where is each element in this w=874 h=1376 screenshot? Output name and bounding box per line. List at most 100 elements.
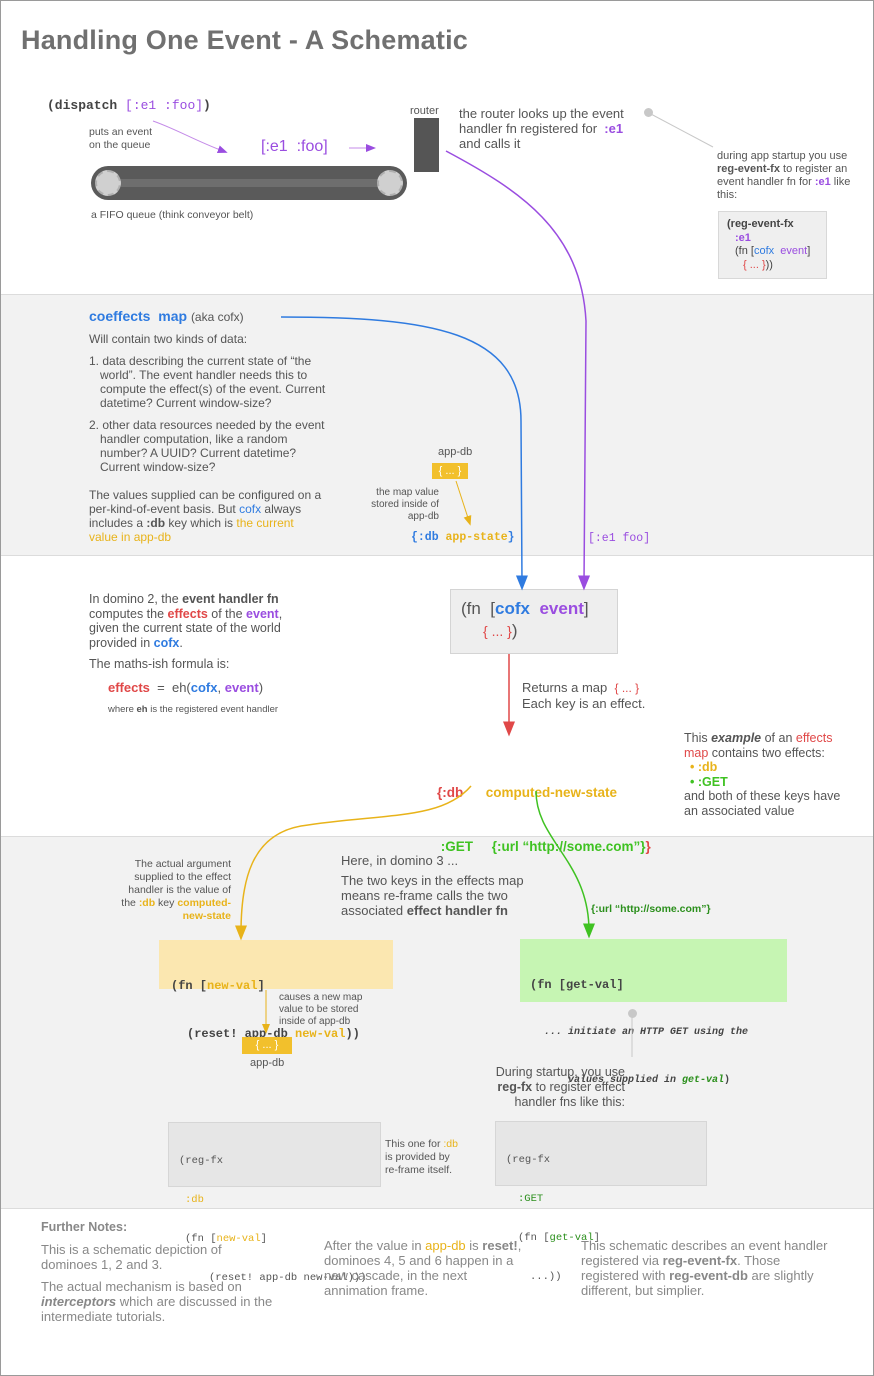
fn-token: [ <box>490 599 496 618</box>
two-keys-note: The two keys in the effects map means re… <box>341 873 541 918</box>
callout-dot <box>644 108 653 117</box>
effects-get-key: :GET <box>440 839 474 854</box>
d2-ehfn: event handler fn <box>182 592 279 606</box>
note-emph: interceptors <box>41 1294 117 1309</box>
note-appdb: app-db <box>425 1238 466 1253</box>
d2-text: computes the <box>89 606 168 621</box>
domino3-band <box>1 836 873 1208</box>
db-close: } <box>507 531 515 544</box>
code-line: ...)) <box>530 1271 562 1283</box>
example-text: This <box>684 731 712 745</box>
formula-eq: = eh( <box>157 680 191 695</box>
fn-body: { ... } <box>483 623 512 639</box>
d2-text: In domino 2, the <box>89 592 183 606</box>
two-keys-bold: effect handler fn <box>406 903 508 918</box>
event-vector: [:e1 foo] <box>588 532 651 545</box>
example-get: • :GET <box>690 774 728 789</box>
code-line: (reg-fx <box>506 1154 551 1166</box>
example-line: and both of these keys have an associate… <box>684 789 841 818</box>
example-db: • :db <box>690 760 718 774</box>
actual-argument-note: The actual argument supplied to the effe… <box>119 858 231 923</box>
values-db: :db <box>146 516 166 530</box>
url-label: {:url “http://some.com”} <box>591 903 711 915</box>
startup-fn: reg-event-fx <box>717 163 780 175</box>
fn-line: (fn [cofx event] <box>461 598 607 620</box>
further-notes-heading: Further Notes: <box>41 1220 128 1234</box>
example-line: This example of an effects map contains … <box>684 731 854 760</box>
gfn-token: ] <box>616 978 624 992</box>
gfn-line: (fn [get-val] <box>530 977 777 993</box>
code-token: ] <box>807 245 811 257</box>
router-to-handler-arrow <box>445 150 591 591</box>
values-text: key which is <box>165 516 237 530</box>
formula-where: where eh is the registered event handler <box>108 703 278 716</box>
code-token: (fn [ <box>518 1232 550 1244</box>
example-effects: effects map <box>684 731 833 760</box>
coeffects-heading-map: map <box>158 308 188 324</box>
code-token: event <box>780 245 808 257</box>
d2-text: of the <box>207 606 247 621</box>
values-cofx: cofx <box>239 502 262 516</box>
coeffects-item-1: 1. data describing the current state of … <box>89 354 326 410</box>
note-1: This is a schematic depiction of dominoe… <box>41 1242 222 1272</box>
gfn-token: (fn [ <box>530 978 567 992</box>
actual-text: key <box>155 897 175 909</box>
appdb-label: app-db <box>438 446 473 458</box>
reg-fx-db-code: (reg-fx :db (fn [new-val] (reset! app-db… <box>168 1122 381 1284</box>
appdb-box-new: { ... } <box>242 1037 292 1054</box>
startup-callout-line <box>648 112 714 148</box>
during-text: During startup, you use <box>495 1065 625 1079</box>
dispatch-keyword: (dispatch <box>47 98 118 113</box>
note-text: , dominoes 4, 5 and 6 happen in a new ca… <box>324 1238 522 1298</box>
effects-open: {:db <box>437 785 464 800</box>
code-token: (fn [ <box>185 1233 217 1245</box>
db-key: {:db <box>411 531 439 544</box>
gear-icon <box>377 170 403 196</box>
note-text: are slightly different, but simplier. <box>581 1268 814 1298</box>
coeffects-heading-text: coeffects <box>89 308 151 324</box>
gfn-token: ) <box>724 1075 731 1086</box>
code-line: (fn [get-val] <box>506 1232 696 1245</box>
code-line: (reg-fx <box>179 1155 224 1167</box>
code-line: :GET <box>518 1193 544 1205</box>
this-one-note: This one for :db is provided by re-frame… <box>385 1138 465 1177</box>
appdb-to-state-arrow <box>455 480 472 526</box>
db-app-state: {:db app-state} <box>411 531 515 544</box>
code-line: (reset! app-db new-val))) <box>209 1272 367 1284</box>
effects-map: {:db computed-new-state :GET {:url “http… <box>437 748 651 892</box>
code-line: (reg-event-fx <box>727 218 794 230</box>
example-note: This example of an effects map contains … <box>684 731 854 818</box>
fn-token: ] <box>583 599 589 618</box>
get-effect-handler-box: (fn [get-val] ... initiate an HTTP GET u… <box>520 939 787 1086</box>
code-line: { ... })) <box>727 259 818 273</box>
during-fx: reg-fx <box>497 1080 533 1094</box>
effects-db-row: {:db computed-new-state <box>437 784 651 802</box>
formula-event: event <box>224 680 259 695</box>
example-text: of an <box>761 731 796 745</box>
actual-text: The actual argument supplied to the effe… <box>121 858 231 909</box>
note-text: After the value in <box>324 1238 426 1253</box>
effects-get-value: {:url “http://some.com”} <box>491 839 646 854</box>
formula-cofx: cofx <box>190 680 218 695</box>
returns-map: { ... } <box>614 681 640 695</box>
puts-event-note: puts an event on the queue <box>89 126 153 151</box>
coeffects-intro: Will contain two kinds of data: <box>89 332 248 346</box>
router-desc-line: the router looks up the event <box>459 106 624 121</box>
router-desc-line: handler fn registered for :e1 <box>459 121 659 136</box>
code-token: { ... } <box>743 258 766 271</box>
note-right: This schematic describes an event handle… <box>581 1238 831 1298</box>
note-text: This schematic describes an event handle… <box>581 1238 828 1268</box>
actual-db: :db <box>138 897 156 909</box>
startup-text: like <box>830 176 851 188</box>
d2-cofx: cofx <box>153 635 180 650</box>
here-domino3: Here, in domino 3 ... <box>341 853 459 868</box>
fn-token: (fn <box>461 599 481 618</box>
gfn-arg: get-val <box>566 978 617 992</box>
router-label: router <box>410 105 439 117</box>
divider <box>1 555 873 556</box>
appdb-box: { ... } <box>432 463 468 479</box>
values-text: The values supplied can be configured on… <box>89 488 322 516</box>
event-handler-fn-box: (fn [cofx event] { ... }) <box>450 589 618 654</box>
returns-line: Each key is an effect. <box>522 696 646 711</box>
